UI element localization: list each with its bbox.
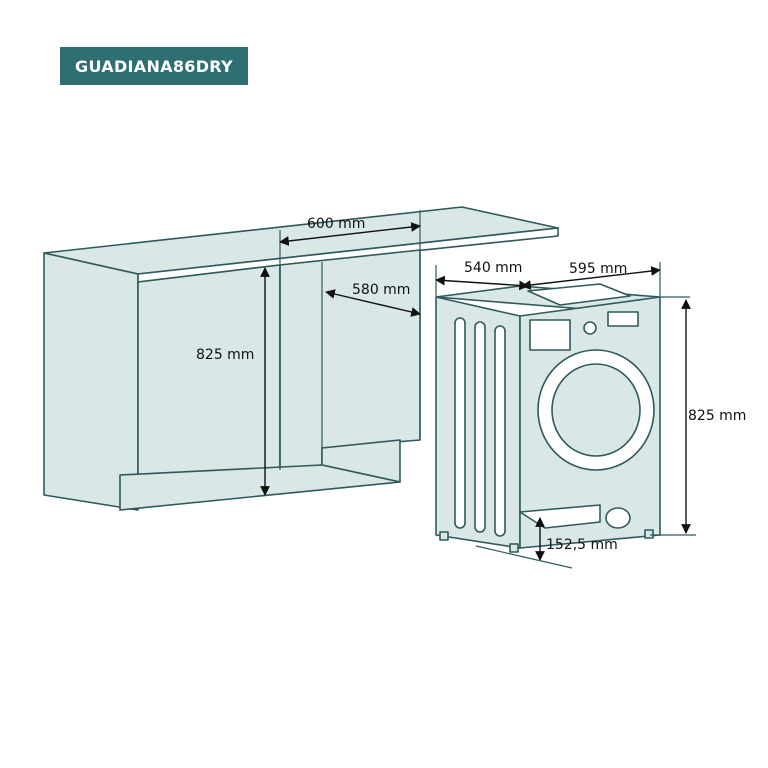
label-machine-depth: 540 mm — [464, 260, 522, 276]
display-panel — [607, 311, 639, 327]
dimension-lines — [260, 222, 696, 569]
label-cabinet-depth: 580 mm — [352, 282, 410, 298]
door-glass — [551, 363, 641, 457]
filter-cap-icon — [605, 507, 631, 529]
model-badge: GUADIANA86DRY — [60, 47, 248, 85]
label-cabinet-height: 825 mm — [196, 347, 254, 363]
washing-machine — [435, 283, 661, 553]
label-machine-width: 595 mm — [569, 261, 627, 277]
label-machine-height: 825 mm — [688, 408, 746, 424]
program-knob-icon — [583, 321, 597, 335]
label-plinth-height: 152,5 mm — [546, 537, 618, 553]
label-cabinet-width: 600 mm — [307, 216, 365, 232]
